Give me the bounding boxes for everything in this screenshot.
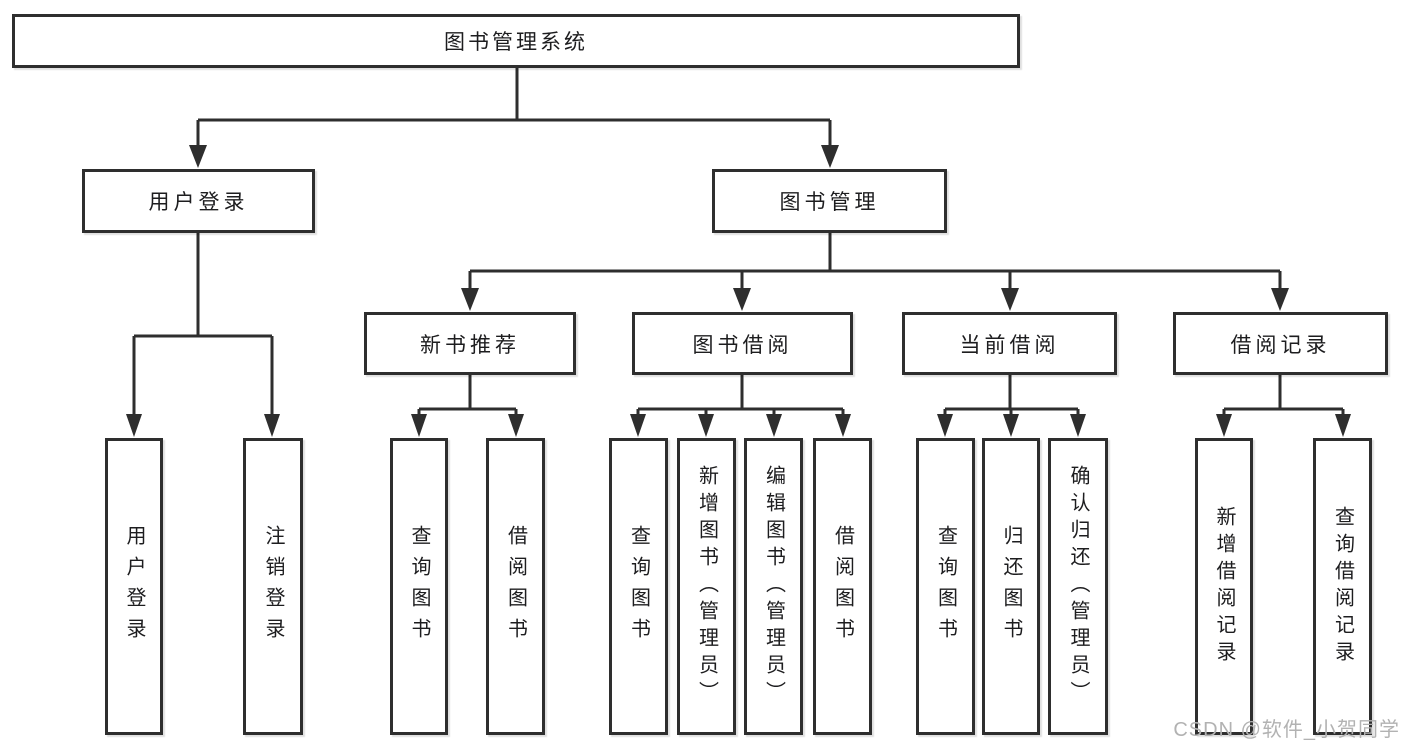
leaf-add-book-admin: 新增图书（管理员） (677, 438, 736, 735)
node-label: 用户登录 (148, 191, 249, 214)
leaf-return-books: 归还图书 (982, 438, 1040, 735)
node-new-book-recommend: 新书推荐 (364, 312, 576, 375)
node-root-system: 图书管理系统 (12, 14, 1020, 68)
leaf-query-borrow-record: 查询借阅记录 (1313, 438, 1372, 735)
node-label: 图书借阅 (692, 333, 793, 357)
leaf-label: 确认归还（管理员） (1067, 465, 1089, 708)
leaf-label: 查询借阅记录 (1331, 505, 1354, 668)
leaf-label: 编辑图书（管理员） (762, 465, 785, 708)
node-current-borrowing: 当前借阅 (902, 312, 1117, 375)
node-label: 图书管理 (779, 191, 880, 214)
node-book-borrowing: 图书借阅 (632, 312, 853, 375)
leaf-label: 归还图书 (1000, 524, 1022, 649)
node-label: 新书推荐 (420, 333, 520, 357)
arrowheads (126, 145, 1351, 437)
leaf-edit-book-admin: 编辑图书（管理员） (744, 438, 803, 735)
leaf-label: 查询图书 (627, 524, 650, 649)
leaf-logout: 注销登录 (243, 438, 303, 735)
leaf-borrow-books-recommend: 借阅图书 (486, 438, 545, 735)
leaf-label: 借阅图书 (504, 524, 527, 649)
node-label: 图书管理系统 (444, 31, 588, 54)
leaf-label: 注销登录 (262, 524, 284, 649)
leaf-user-login: 用户登录 (105, 438, 163, 735)
csdn-watermark: CSDN @软件_小贺同学 (1173, 719, 1400, 741)
node-borrow-records: 借阅记录 (1173, 312, 1388, 375)
leaf-query-books-recommend: 查询图书 (390, 438, 448, 735)
leaf-query-books-borrowing: 查询图书 (609, 438, 668, 735)
node-user-login: 用户登录 (82, 169, 315, 233)
leaf-label: 新增图书（管理员） (695, 465, 718, 708)
node-label: 当前借阅 (959, 333, 1060, 357)
leaf-borrow-books-borrowing: 借阅图书 (813, 438, 872, 735)
leaf-query-books-current: 查询图书 (916, 438, 975, 735)
leaf-label: 查询图书 (408, 524, 430, 649)
node-book-management: 图书管理 (712, 169, 947, 233)
leaf-label: 借阅图书 (831, 524, 854, 649)
leaf-add-borrow-record: 新增借阅记录 (1195, 438, 1253, 735)
leaf-label: 新增借阅记录 (1213, 505, 1235, 668)
leaf-label: 查询图书 (934, 524, 957, 649)
leaf-label: 用户登录 (123, 524, 145, 649)
node-label: 借阅记录 (1230, 333, 1331, 357)
leaf-confirm-return-admin: 确认归还（管理员） (1048, 438, 1108, 735)
